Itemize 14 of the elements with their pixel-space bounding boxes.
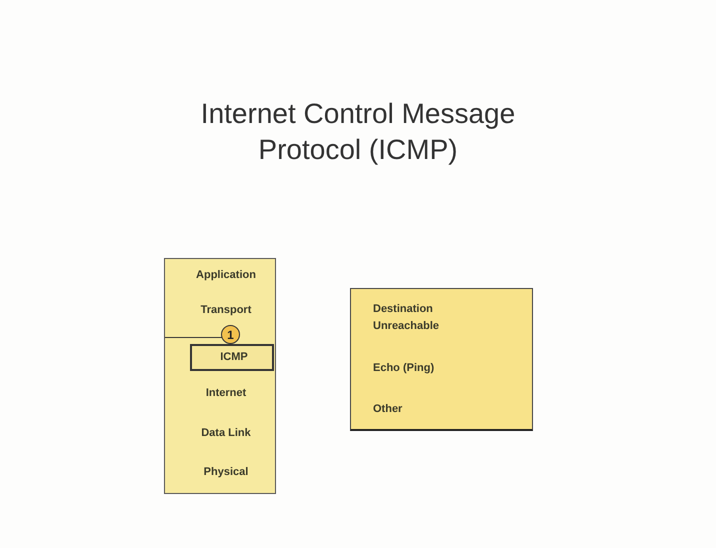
protocol-layer-box [190, 344, 274, 371]
message-type-label: Other [373, 402, 404, 417]
layer-label: Internet [206, 387, 246, 399]
layer-label: Physical [204, 466, 248, 478]
slide-title: Internet Control Message Protocol (ICMP) [200, 97, 516, 167]
layer-label: Application [196, 269, 256, 281]
message-type-label: Destination Unreachable [373, 302, 440, 334]
message-type-label: Echo (Ping) [373, 361, 436, 376]
protocol-stack-panel [164, 258, 276, 494]
layer-label: Data Link [201, 427, 251, 439]
layer-label: Transport [200, 304, 252, 316]
callout-number: 1 [221, 325, 240, 344]
message-types-panel [350, 288, 533, 431]
layer-label: ICMP [220, 351, 248, 363]
